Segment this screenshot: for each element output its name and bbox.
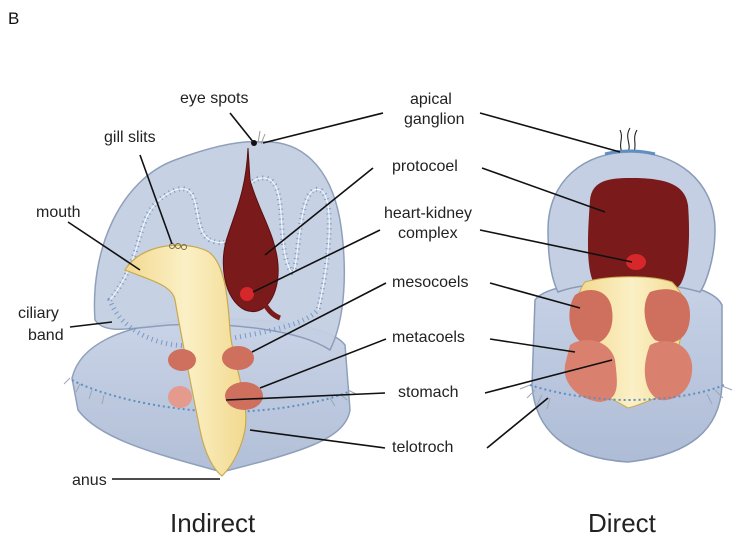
- label-mesocoels: mesocoels: [392, 274, 468, 291]
- label-ciliary-band-2: band: [28, 327, 64, 344]
- label-metacoels: metacoels: [392, 329, 465, 346]
- indirect-metacoel-right: [225, 382, 263, 410]
- label-eye-spots: eye spots: [180, 90, 248, 107]
- label-telotroch: telotroch: [392, 439, 453, 456]
- leader-apical-right: [480, 113, 620, 152]
- label-stomach: stomach: [398, 384, 458, 401]
- label-apical-ganglion-1: apical: [410, 91, 452, 108]
- label-protocoel: protocoel: [392, 158, 458, 175]
- caption-direct: Direct: [588, 508, 657, 537]
- label-apical-ganglion-2: ganglion: [404, 111, 465, 128]
- label-gill-slits: gill slits: [104, 129, 156, 146]
- indirect-heart-kidney: [240, 287, 254, 301]
- direct-larva: [520, 128, 732, 462]
- leader-apical-left: [263, 113, 383, 143]
- leader-eye-spots: [230, 113, 254, 143]
- label-mouth: mouth: [36, 204, 80, 221]
- indirect-mesocoel-left: [168, 349, 196, 371]
- label-anus: anus: [72, 472, 107, 489]
- leader-telotroch-right: [487, 398, 548, 448]
- indirect-metacoel-left: [168, 386, 192, 408]
- indirect-mesocoel-right: [222, 346, 254, 370]
- label-heart-kidney-2: complex: [398, 225, 458, 242]
- indirect-larva: [64, 131, 356, 476]
- label-heart-kidney-1: heart-kidney: [384, 205, 472, 222]
- direct-mesocoel-right: [645, 289, 690, 343]
- caption-indirect: Indirect: [170, 508, 256, 537]
- panel-letter: B: [8, 9, 19, 28]
- direct-apical-tuft: [620, 128, 637, 152]
- label-ciliary-band-1: ciliary: [18, 305, 59, 322]
- direct-mesocoel-left: [569, 290, 612, 345]
